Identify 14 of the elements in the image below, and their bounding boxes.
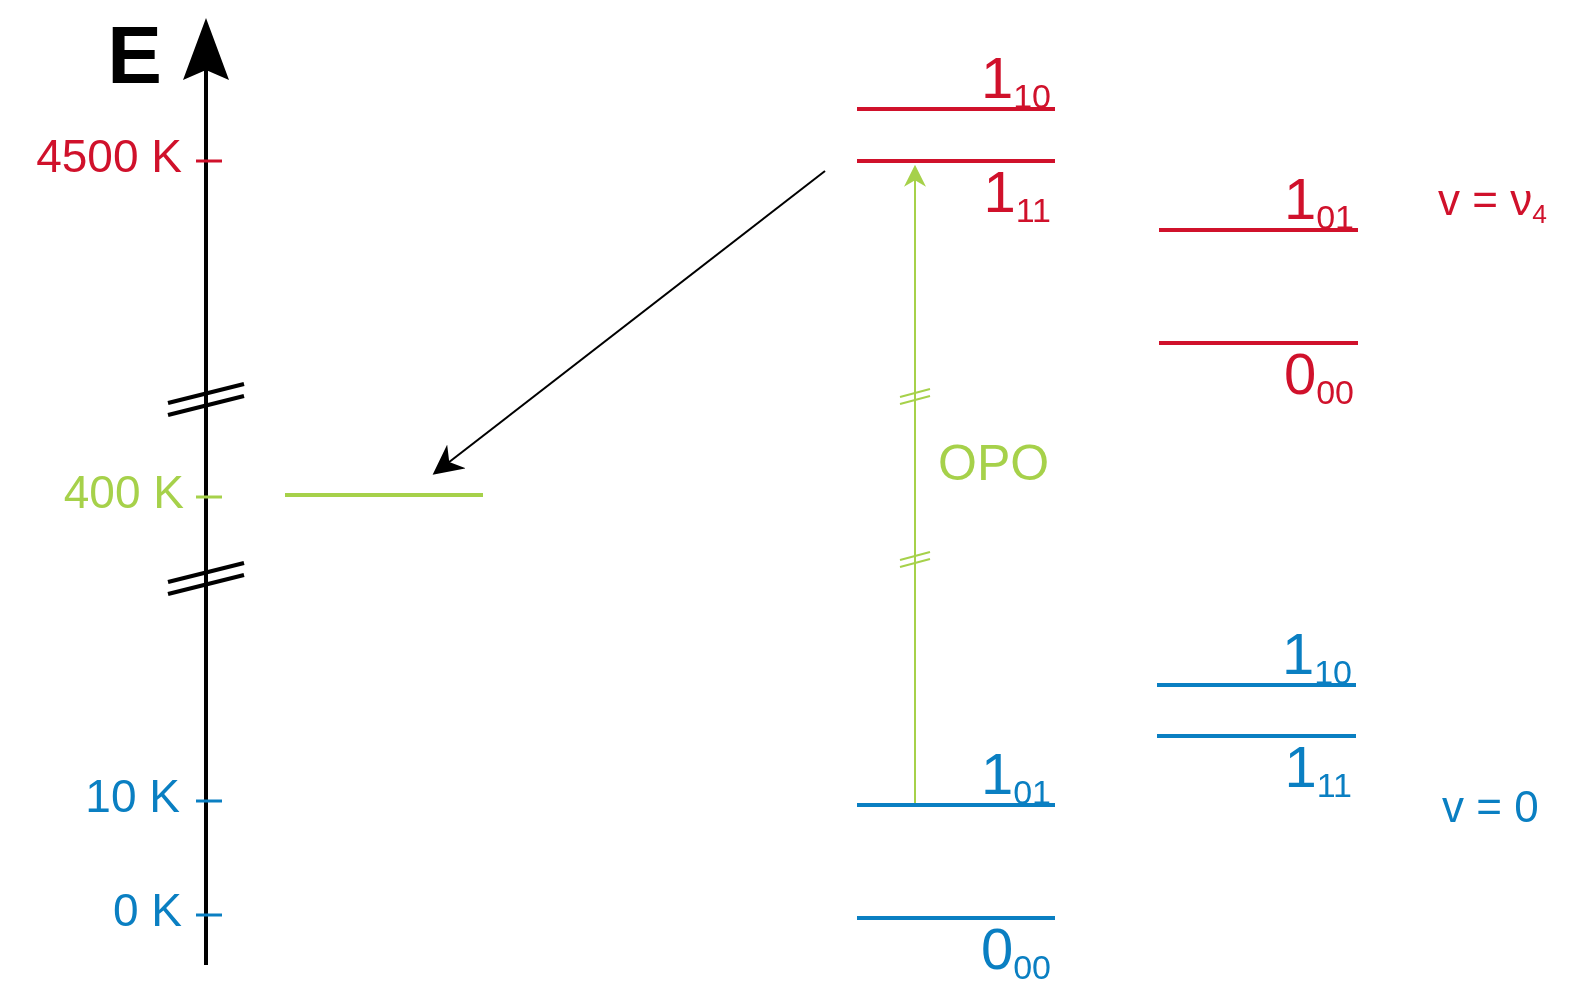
level-label: 0$_{00}$ <box>980 920 1052 978</box>
axis-label: E <box>107 14 162 96</box>
axis-label: v = 0 <box>1442 785 1539 829</box>
axis-label: 4500 K <box>36 133 182 179</box>
axis-label: 10 K <box>85 773 180 819</box>
level-label: 1$_{11}$ <box>1284 738 1353 796</box>
axis-label: v = ν$_{4}$ <box>1438 178 1547 222</box>
arrow <box>432 170 826 475</box>
level-label: 0$_{00}$ <box>1283 345 1355 403</box>
level-label: 1$_{11}$ <box>983 163 1052 221</box>
axis-label: 0 K <box>112 887 182 933</box>
arrow <box>904 164 926 804</box>
energy-level <box>285 493 483 498</box>
axis-label: 400 K <box>63 469 184 515</box>
